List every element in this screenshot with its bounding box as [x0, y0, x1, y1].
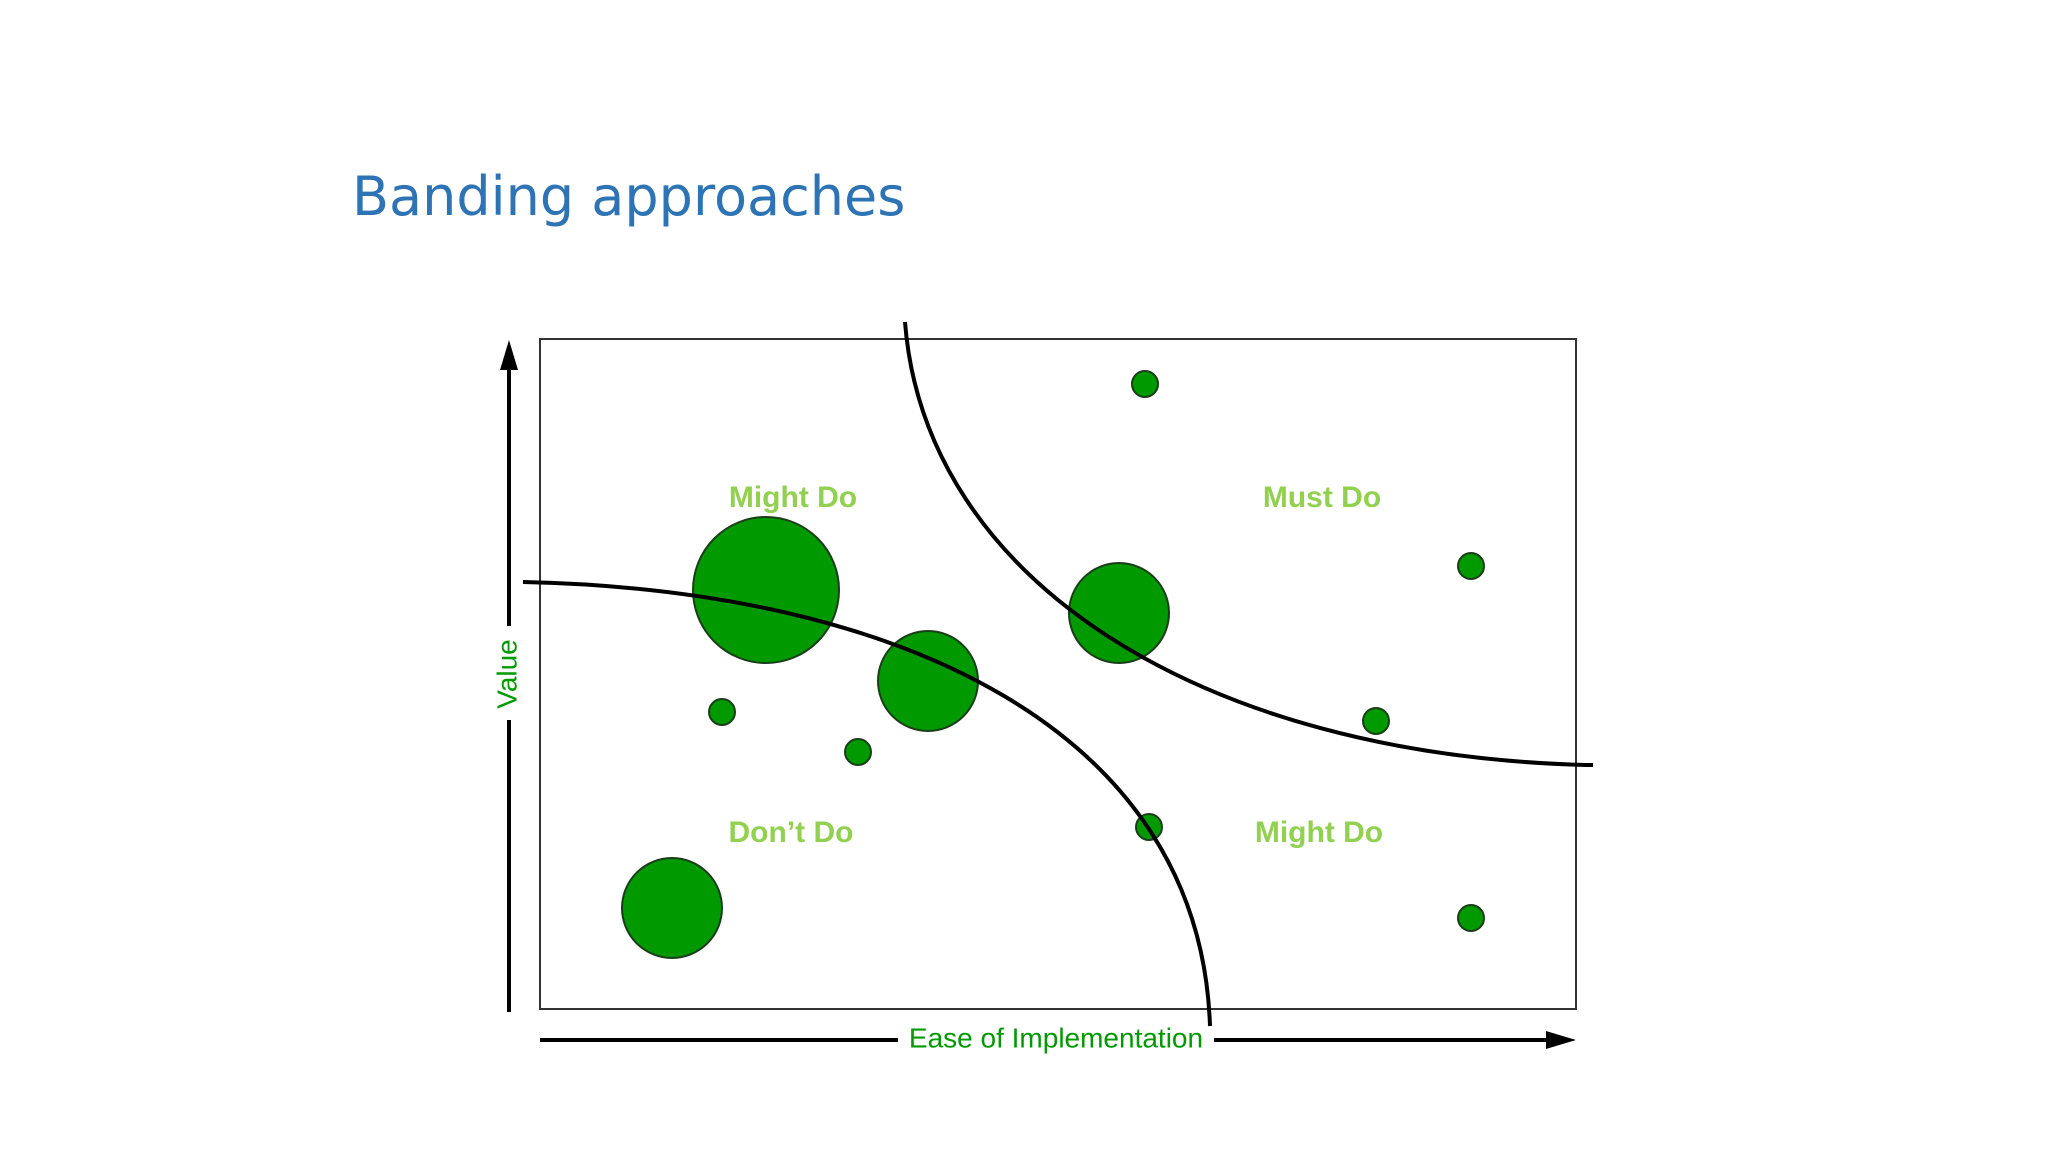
- lower-band-curve: [522, 580, 1212, 1027]
- x-axis: Ease of Implementation: [540, 1022, 1576, 1053]
- slide-title: Banding approaches: [352, 165, 906, 228]
- bubble: [1068, 562, 1170, 664]
- upper-band-curve: [903, 321, 1593, 767]
- x-axis-arrowhead: [1546, 1031, 1576, 1049]
- y-axis-label: Value: [491, 639, 522, 709]
- bubble: [844, 738, 872, 766]
- plot-frame: [539, 338, 1577, 1010]
- bubble: [708, 698, 736, 726]
- bubble: [1362, 707, 1390, 735]
- x-axis-label: Ease of Implementation: [909, 1022, 1203, 1053]
- bubbles: [621, 370, 1485, 959]
- y-axis: Value: [491, 340, 522, 1012]
- region-label-might-do-bottom-right: Might Do: [1255, 816, 1383, 849]
- region-label-might-do-top-left: Might Do: [729, 481, 857, 514]
- bubble: [1457, 552, 1485, 580]
- region-label-dont-do: Don’t Do: [729, 816, 854, 849]
- bubble: [1131, 370, 1159, 398]
- bubble: [692, 516, 840, 664]
- y-axis-arrowhead: [500, 340, 518, 370]
- bubble: [621, 857, 723, 959]
- region-label-must-do: Must Do: [1263, 481, 1381, 514]
- bubble: [1457, 904, 1485, 932]
